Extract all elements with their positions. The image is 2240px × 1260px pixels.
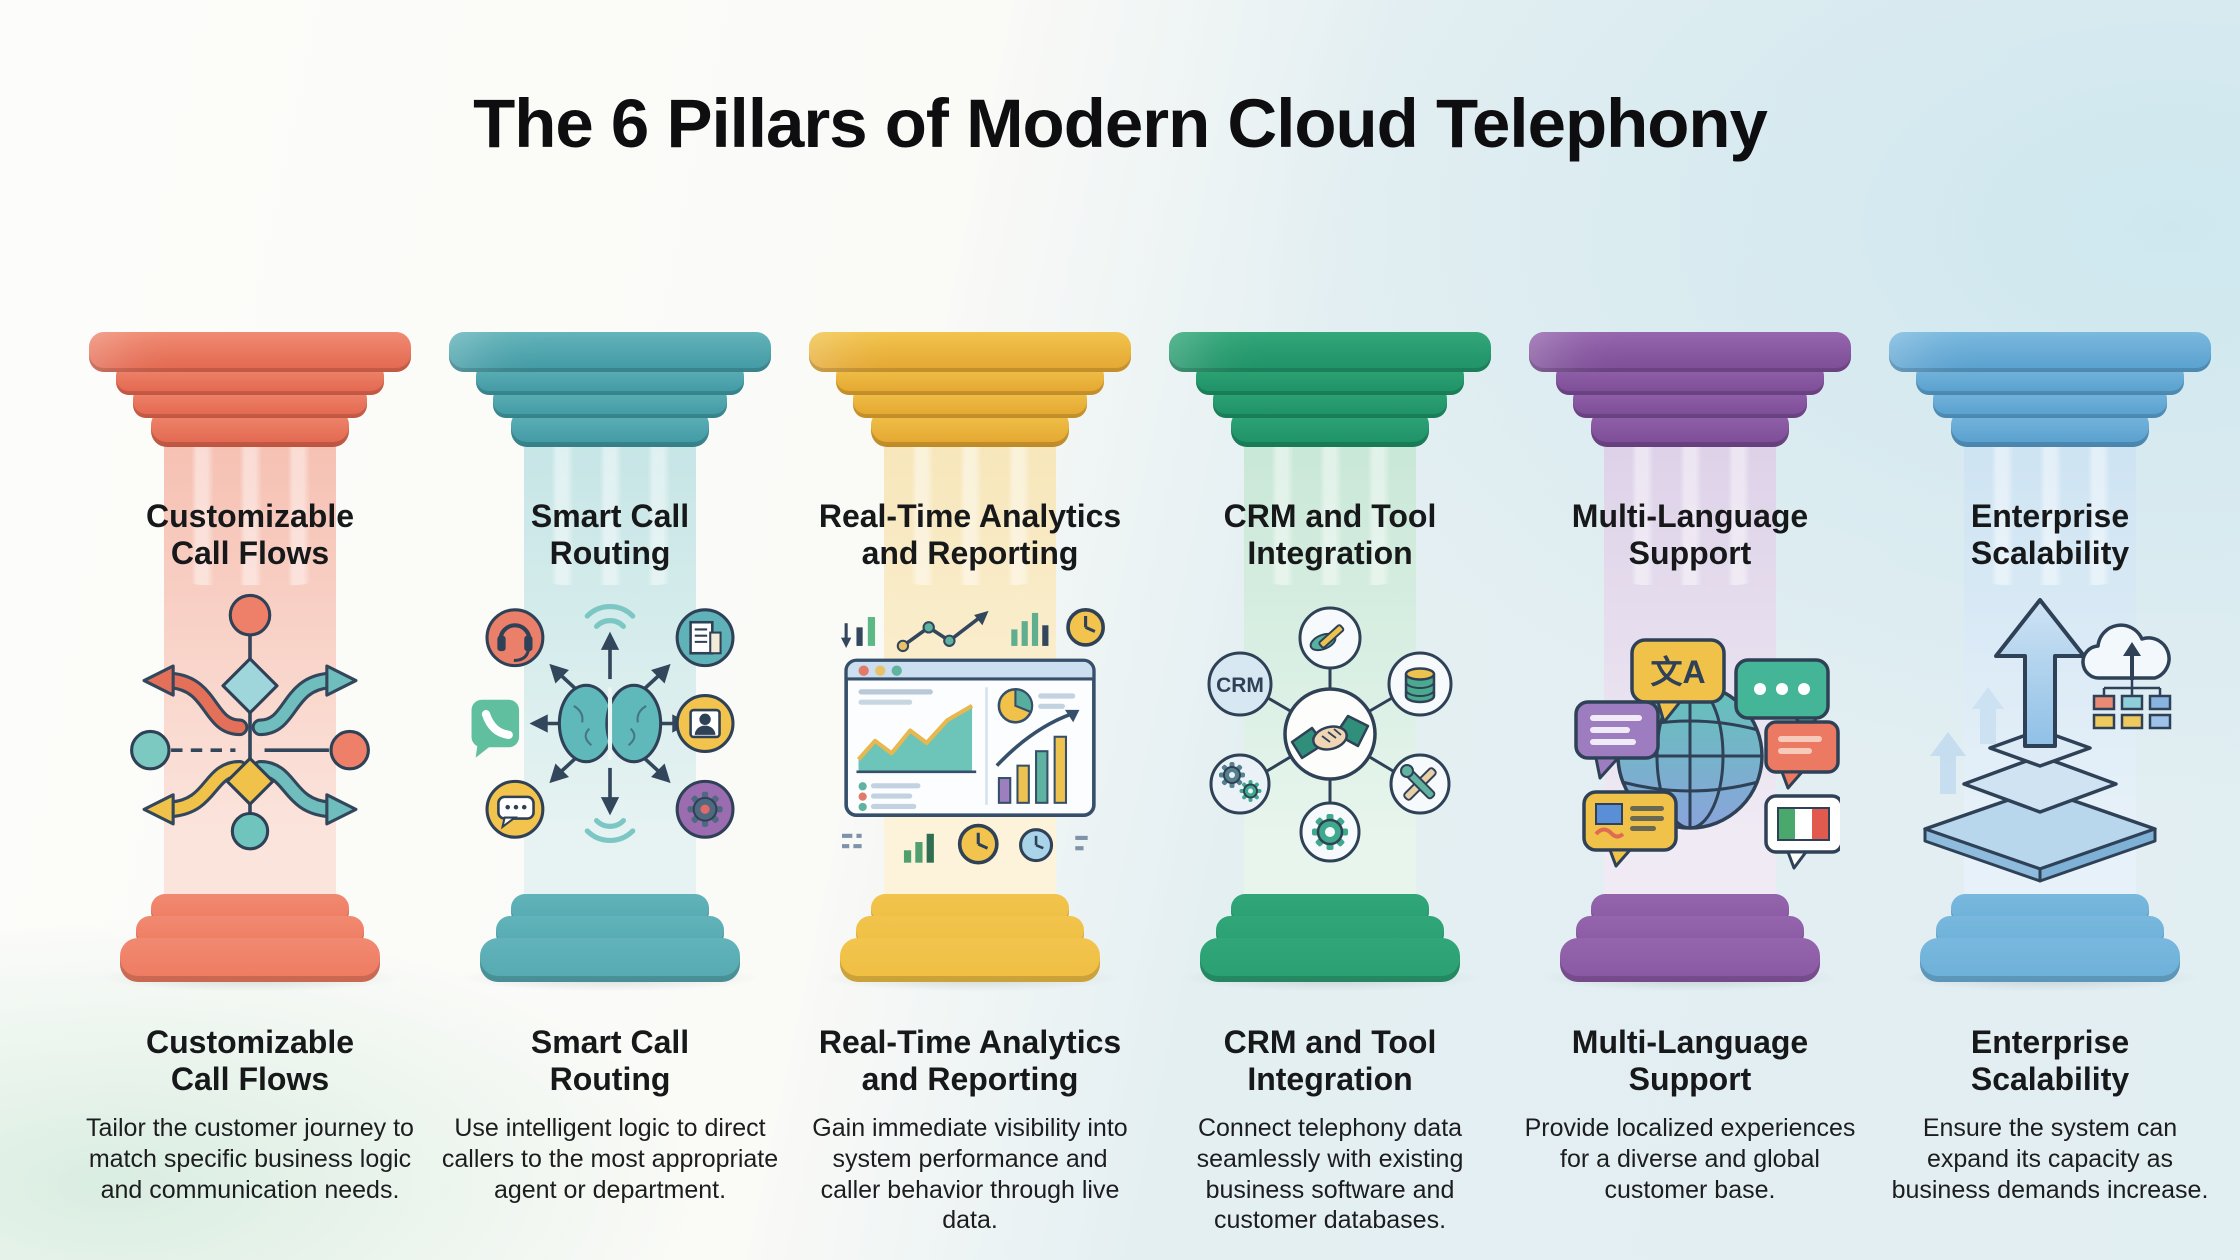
pillar-capital [1889, 332, 2211, 372]
pillar-capital [1169, 332, 1491, 372]
dashboard-list-rows [858, 782, 921, 812]
wifi-icon [584, 604, 636, 843]
office-building-icon [675, 608, 735, 668]
big-up-arrow [1994, 598, 2086, 748]
italian-flag-bubble-icon [1764, 794, 1844, 870]
gear-bottom-icon [1299, 801, 1361, 863]
page-title: The 6 Pillars of Modern Cloud Telephony [473, 85, 1768, 163]
agent-person-icon [675, 694, 735, 753]
caption-description: Use intelligent logic to direct callers … [441, 1114, 779, 1204]
pillar-capital [449, 332, 771, 372]
database-icon [1387, 651, 1453, 717]
integration-hub-icon: CRM [1180, 584, 1480, 869]
mini-footer-icons [842, 823, 1088, 865]
caption-description: Tailor the customer journey to match spe… [86, 1114, 414, 1204]
pie-chart-icon [997, 687, 1034, 724]
analytics-dashboard-icon [815, 584, 1125, 878]
globe-languages-icon: 文A [1540, 584, 1844, 879]
chat-bubble-icon [485, 779, 545, 839]
pillar-capital [1529, 332, 1851, 372]
caption-description: Provide localized experiences for a dive… [1524, 1114, 1856, 1204]
curve-arrow-upper-right [251, 664, 358, 737]
pillar-shaft [1244, 434, 1416, 903]
caption-description: Ensure the system can expand its capacit… [1891, 1114, 2209, 1204]
curve-arrow-lower-left [142, 760, 249, 826]
curve-arrow-lower-right [251, 760, 358, 826]
caption-description: Connect telephony data seamlessly with e… [1196, 1114, 1464, 1235]
dots-bubble-icon [1734, 658, 1830, 738]
dashboard-window [844, 658, 1096, 818]
pen-tools-icon [1298, 606, 1362, 670]
gear-icon [675, 779, 735, 839]
scalability-pyramid-icon [1900, 584, 2200, 889]
call-flow-branching-icon [104, 584, 396, 859]
photo-bubble-icon [1582, 790, 1678, 868]
gears-icon [1209, 753, 1271, 815]
caption-description: Gain immediate visibility into system pe… [812, 1114, 1128, 1235]
pillar-capital [809, 332, 1131, 372]
svg-text:CRM: CRM [1216, 674, 1264, 697]
wrench-screwdriver-icon [1389, 753, 1451, 815]
bar-chart-icon [997, 735, 1068, 804]
lines-bubble-icon [1574, 700, 1660, 780]
phone-bubble-icon [471, 699, 520, 758]
svg-text:文A: 文A [1650, 654, 1705, 690]
clock-icon [1066, 607, 1105, 647]
headset-icon [485, 608, 545, 668]
faded-growth-arrows [1930, 687, 2004, 794]
mini-trend-icon [840, 610, 1049, 653]
coral-bubble-icon [1764, 720, 1840, 790]
cloud-network-icon [2081, 623, 2172, 730]
translate-bubble-icon: 文A [1630, 638, 1726, 724]
brain-icon [557, 683, 663, 764]
handshake-icon [1283, 687, 1377, 781]
crm-circle: CRM [1207, 651, 1273, 717]
pillar-capital [89, 332, 411, 372]
brain-routing-icon [455, 584, 765, 868]
curve-arrow-upper-left [142, 664, 249, 737]
